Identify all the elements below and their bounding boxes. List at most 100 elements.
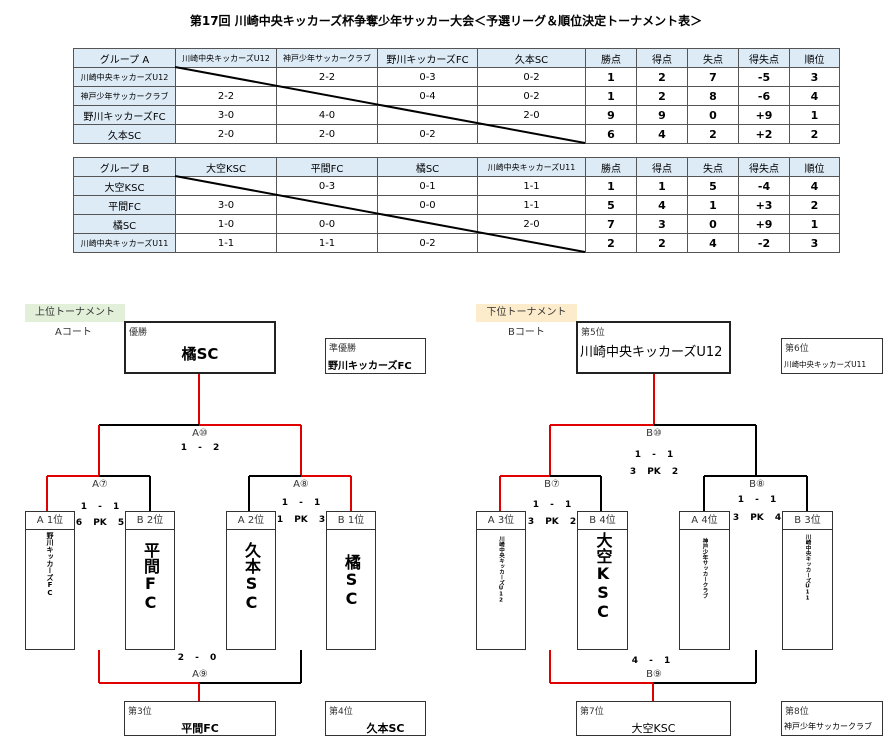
match-pk: 3 PK 2: [527, 517, 577, 527]
column-header: 野川キッカーズFC: [377, 48, 478, 68]
match-label: A⑨: [192, 669, 208, 680]
slot-seed: A 4位: [680, 512, 729, 530]
column-header: 得失点: [738, 157, 790, 177]
third-label: 第3位: [128, 707, 152, 717]
match-pk: 6 PK 5: [75, 518, 125, 528]
match-label: A⑧: [293, 479, 309, 490]
stat-cell: 1: [789, 105, 840, 125]
slot-seed: B 1位: [327, 512, 375, 530]
row-team-name: 野川キッカーズFC: [73, 105, 176, 125]
upper-court: Aコート: [55, 327, 92, 338]
match-score: 1 - 2: [180, 443, 220, 453]
match-score: 1 - 1: [532, 500, 572, 510]
eighth-team: 神戸少年サッカークラブ: [784, 722, 872, 731]
sixth-place-box: 第6位 川崎中央キッカーズU11: [781, 338, 883, 374]
slot-box: A 1位野川キッカーズFC: [25, 511, 75, 650]
eighth-place-box: 第8位 神戸少年サッカークラブ: [781, 701, 883, 736]
lower-tournament-label: 下位トーナメント: [476, 304, 577, 322]
column-header: 川崎中央キッカーズU11: [477, 157, 586, 177]
eighth-label: 第8位: [785, 707, 809, 717]
match-score: 1 - 1: [634, 450, 674, 460]
seventh-place-box: 第7位 大空KSC: [576, 701, 731, 736]
stat-cell: 3: [789, 233, 840, 253]
seventh-label: 第7位: [580, 707, 604, 717]
match-label: A⑦: [92, 479, 108, 490]
third-team: 平間FC: [181, 722, 219, 735]
lower-court: Bコート: [508, 327, 545, 338]
slot-team: 野川キッカーズFC: [46, 532, 54, 597]
sixth-label: 第6位: [785, 344, 809, 354]
match-score: 1 - 1: [281, 498, 321, 508]
champion-team: 橘SC: [181, 345, 219, 363]
column-header: 順位: [789, 48, 840, 68]
match-label: B⑨: [646, 669, 662, 680]
match-pk: 3 PK 4: [732, 513, 782, 523]
slot-seed: B 2位: [126, 512, 174, 530]
slot-seed: B 4位: [578, 512, 627, 530]
slot-seed: B 3位: [783, 512, 832, 530]
slot-seed: A 2位: [227, 512, 275, 530]
stat-cell: 2: [636, 233, 688, 253]
row-team-name: 神戸少年サッカークラブ: [73, 86, 176, 106]
stat-cell: 2: [687, 124, 739, 144]
slot-team: 神戸少年サッカークラブ: [701, 538, 708, 599]
match-score: 1 - 1: [80, 502, 120, 512]
slot-team: 久本SC: [242, 542, 261, 612]
slot-box: B 3位川崎中央キッカーズU11: [782, 511, 833, 650]
champion-box: 優勝 橘SC: [124, 321, 276, 374]
upper-tournament-label: 上位トーナメント: [25, 304, 125, 322]
page-title: 第17回 川崎中央キッカーズ杯争奪少年サッカー大会＜予選リーグ＆順位決定トーナメ…: [189, 14, 703, 28]
slot-seed: A 3位: [477, 512, 525, 530]
stat-cell: +2: [738, 124, 790, 144]
column-header: グループ B: [73, 157, 176, 177]
champion-label: 優勝: [129, 328, 148, 338]
fifth-place-box: 第5位 川崎中央キッカーズU12: [576, 321, 731, 374]
slot-box: B 4位大空KSC: [577, 511, 628, 650]
match-score: 2 - 0: [177, 653, 217, 663]
runnerup-box: 準優勝 野川キッカーズFC: [325, 338, 426, 374]
column-header: 得点: [636, 157, 688, 177]
column-header: 得点: [636, 48, 688, 68]
match-pk: 1 PK 3: [276, 515, 326, 525]
row-team-name: 川崎中央キッカーズU12: [73, 67, 176, 87]
stat-cell: 4: [687, 233, 739, 253]
slot-team: 橘SC: [342, 554, 361, 608]
runnerup-team: 野川キッカーズFC: [328, 361, 412, 372]
slot-box: B 1位橘SC: [326, 511, 376, 650]
row-team-name: 平間FC: [73, 195, 176, 215]
fifth-label: 第5位: [581, 328, 605, 338]
column-header: グループ A: [73, 48, 176, 68]
stat-cell: 2: [789, 124, 840, 144]
third-place-box: 第3位 平間FC: [124, 701, 276, 736]
match-label: A⑩: [192, 428, 208, 439]
stat-cell: -4: [738, 176, 790, 196]
column-header: 得失点: [738, 48, 790, 68]
match-label: B⑩: [646, 428, 662, 439]
stat-cell: -6: [738, 86, 790, 106]
stat-cell: 4: [636, 124, 688, 144]
fifth-team: 川崎中央キッカーズU12: [580, 345, 723, 360]
column-header: 順位: [789, 157, 840, 177]
match-pk: 3 PK 2: [629, 467, 679, 477]
row-team-name: 川崎中央キッカーズU11: [73, 233, 176, 253]
column-header: 平間FC: [276, 157, 378, 177]
row-team-name: 久本SC: [73, 124, 176, 144]
column-header: 大空KSC: [175, 157, 277, 177]
slot-box: A 3位川崎中央キッカーズU12: [476, 511, 526, 650]
match-score: 4 - 1: [631, 656, 671, 666]
column-header: 失点: [687, 157, 739, 177]
match-label: B⑦: [544, 479, 560, 490]
slot-box: A 2位久本SC: [226, 511, 276, 650]
match-label: B⑧: [749, 479, 765, 490]
fourth-team: 久本SC: [366, 722, 405, 735]
fourth-place-box: 第4位 久本SC: [325, 701, 426, 736]
slot-team: 大空KSC: [593, 532, 613, 621]
slot-team: 川崎中央キッカーズU12: [498, 536, 504, 604]
match-score: 1 - 1: [737, 495, 777, 505]
runnerup-label: 準優勝: [329, 344, 357, 354]
slot-team: 平間FC: [141, 542, 160, 612]
column-header: 川崎中央キッカーズU12: [175, 48, 277, 68]
slot-box: A 4位神戸少年サッカークラブ: [679, 511, 730, 650]
